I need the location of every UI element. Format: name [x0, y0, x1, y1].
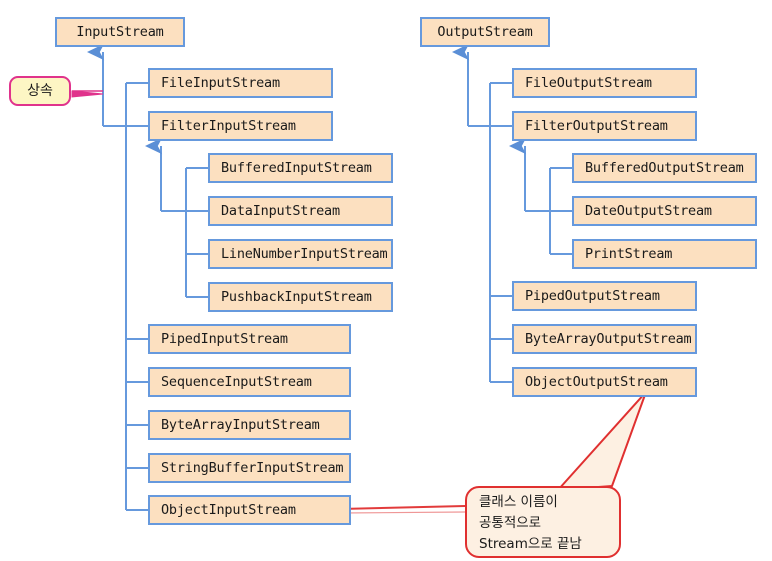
node-object-input-stream[interactable]: ObjectInputStream	[148, 495, 351, 525]
callout-tail	[557, 391, 647, 491]
node-input-stream[interactable]: InputStream	[55, 17, 185, 47]
node-print-stream[interactable]: PrintStream	[572, 239, 757, 269]
node-file-input-stream[interactable]: FileInputStream	[148, 68, 333, 98]
node-buffered-output-stream[interactable]: BufferedOutputStream	[572, 153, 757, 183]
node-object-output-stream[interactable]: ObjectOutputStream	[512, 367, 697, 397]
callout-pointer-left	[339, 505, 466, 514]
node-sequence-input-stream[interactable]: SequenceInputStream	[148, 367, 351, 397]
node-data-input-stream[interactable]: DataInputStream	[208, 196, 393, 226]
node-filter-input-stream[interactable]: FilterInputStream	[148, 111, 333, 141]
node-piped-output-stream[interactable]: PipedOutputStream	[512, 281, 697, 311]
node-byte-array-output-stream[interactable]: ByteArrayOutputStream	[512, 324, 697, 354]
node-buffered-input-stream[interactable]: BufferedInputStream	[208, 153, 393, 183]
node-file-output-stream[interactable]: FileOutputStream	[512, 68, 697, 98]
inheritance-legend-tag: 상속	[9, 76, 71, 106]
callout-line-2: 공통적으로	[479, 515, 542, 531]
callout-line-1: 클래스 이름이	[479, 494, 558, 510]
node-output-stream[interactable]: OutputStream	[420, 17, 550, 47]
node-string-buffer-input-stream[interactable]: StringBufferInputStream	[148, 453, 351, 483]
naming-convention-callout: 클래스 이름이 공통적으로 Stream으로 끝남	[465, 486, 621, 558]
inherit-pointer	[71, 90, 104, 98]
node-pushback-input-stream[interactable]: PushbackInputStream	[208, 282, 393, 312]
node-line-number-input-stream[interactable]: LineNumberInputStream	[208, 239, 393, 269]
callout-line-3: Stream으로 끝남	[479, 536, 582, 552]
node-filter-output-stream[interactable]: FilterOutputStream	[512, 111, 697, 141]
node-piped-input-stream[interactable]: PipedInputStream	[148, 324, 351, 354]
node-byte-array-input-stream[interactable]: ByteArrayInputStream	[148, 410, 351, 440]
node-date-output-stream[interactable]: DateOutputStream	[572, 196, 757, 226]
